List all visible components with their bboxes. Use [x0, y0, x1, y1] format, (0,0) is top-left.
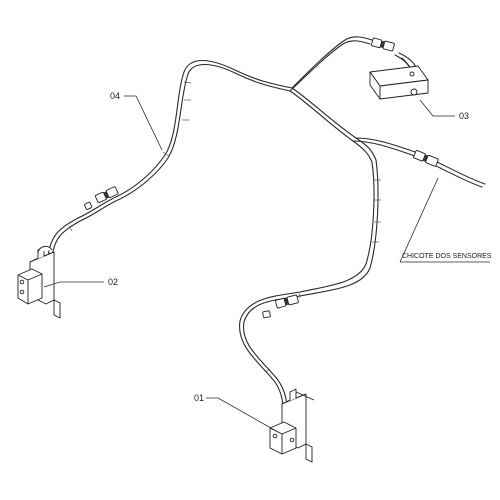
- callout-02-label: 02: [108, 277, 118, 287]
- callout-leaders: [43, 95, 490, 433]
- connector-pair-center: [262, 294, 299, 319]
- callout-04-label: 04: [110, 91, 120, 101]
- sensor-bracket-01: [269, 388, 315, 463]
- callout-01-label: 01: [194, 393, 204, 403]
- sensor-harness-cable: [47, 36, 486, 421]
- connector-pair-top-right: [371, 37, 395, 52]
- sensor-bracket-02: [17, 245, 61, 319]
- module-03-box: [369, 65, 429, 100]
- connector-pair-left: [84, 186, 119, 210]
- callout-03-label: 03: [459, 111, 469, 121]
- cable-ties: [68, 81, 381, 373]
- connector-pair-right: [413, 150, 439, 167]
- harness-label: CHICOTE DOS SENSORES: [402, 253, 492, 260]
